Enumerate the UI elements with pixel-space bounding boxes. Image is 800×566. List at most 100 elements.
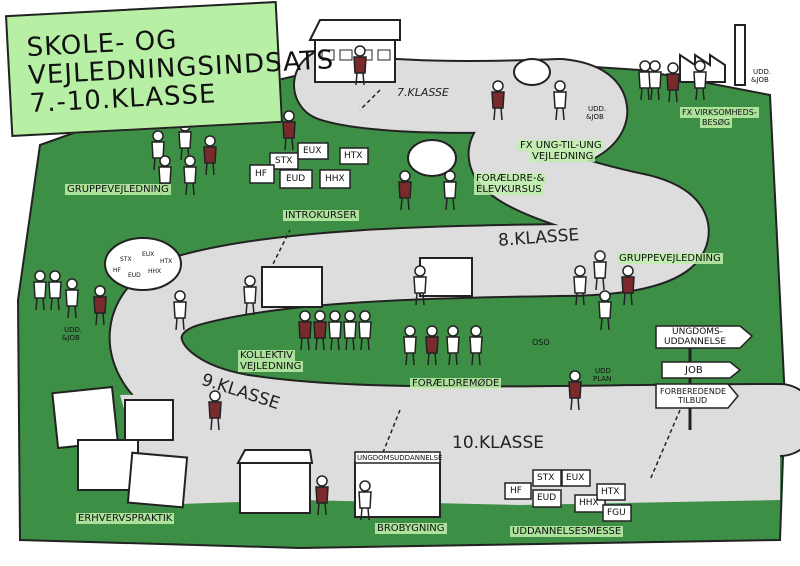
sign-htx: HTX [344,151,363,161]
signboard-group-messe [504,469,632,522]
sign-eud: EUD [286,174,306,184]
speech-bubble [407,139,457,177]
person-figure [65,278,79,319]
person-figure [243,275,257,316]
person-figure [328,310,342,351]
person-figure [553,80,567,121]
label-foraeldre-2: ELEVKURSUS [474,184,544,195]
bubble-sign-stx: STX [120,256,132,263]
person-figure [158,155,172,196]
signpost-job: JOB [685,365,703,376]
label-ung-til-ung-2: VEJLEDNING [530,151,596,162]
sign-hhx: HHX [325,174,345,184]
label-kollektiv-1: KOLLEKTIV [238,350,296,361]
person-figure [343,310,357,351]
messe-sign-eud: EUD [537,493,557,503]
person-figure [358,310,372,351]
person-figure [593,250,607,291]
messe-sign-fgu: FGU [607,508,626,518]
bubble-sign-hf: HF [113,267,121,274]
person-figure [693,60,707,101]
label-virksomhed-2: BESØG [700,117,733,128]
person-figure [425,325,439,366]
messe-sign-eux: EUX [566,473,585,483]
person-figure [598,290,612,331]
person-figure [358,480,372,521]
person-figure [282,110,296,151]
person-figure [413,265,427,306]
speech-bubble [513,58,551,86]
person-figure [208,390,222,431]
person-figure [573,265,587,306]
whiteboard-icon [261,266,323,308]
person-figure [48,270,62,311]
person-figure [315,475,329,516]
label-erhvervspraktik: ERHVERVSPRAKTIK [76,513,175,524]
signpost-ungdom-1: UNGDOMS- [672,327,724,337]
person-figure [446,325,460,366]
bubble-sign-hhx: HHX [148,268,162,275]
person-figure [353,45,367,86]
grade-divider-7 [359,89,381,111]
grade-divider-10 [649,409,681,481]
person-figure [403,325,417,366]
label-ungdomsuddannelse-building: UNGDOMSUDDANNELSE [357,454,443,462]
messe-sign-stx: STX [537,473,555,483]
person-figure [621,265,635,306]
sign-udd-job-3a: UDD. [64,326,83,334]
person-figure [203,135,217,176]
sign-udd-job-2b: &JOB [751,76,769,84]
signpost-forb-1: FORBEREDENDE [660,387,727,396]
person-figure [648,60,662,101]
messe-sign-hf: HF [510,486,522,496]
label-introkurser: INTROKURSER [283,210,359,221]
sign-hf: HF [255,169,267,179]
label-gruppevejledning-2: GRUPPEVEJLEDNING [617,253,723,264]
bubble-sign-htx: HTX [160,258,173,265]
label-foraeldre-1: FORÆLDRE-& [474,173,547,184]
sign-udd-plan-1: UDD [595,367,611,375]
whiteboard-icon [419,257,473,297]
speech-bubble [104,237,182,291]
person-figure [298,310,312,351]
sign-udd-plan-2: PLAN [593,375,612,383]
signpost-ungdom-2: UDDANNELSE [664,337,727,347]
signpost-forb-2: TILBUD [678,396,708,405]
sign-eux: EUX [303,146,322,156]
person-figure [33,270,47,311]
person-figure [93,285,107,326]
person-figure [568,370,582,411]
signboard-group-intro [249,142,369,189]
label-virksomhed-1: FX VIRKSOMHEDS- [680,107,759,118]
people-group [33,45,707,521]
person-figure [469,325,483,366]
person-figure [173,290,187,331]
signpost-icon [655,325,754,430]
person-figure [666,62,680,103]
label-gruppevejledning-1: GRUPPEVEJLEDNING [65,184,171,195]
messe-sign-hhx: HHX [579,498,599,508]
erhvervspraktik-cards [51,385,189,509]
person-figure [491,80,505,121]
brobygning-building-icon [236,449,314,514]
person-figure [183,155,197,196]
grade-divider-8 [269,229,291,271]
label-brobygning: BROBYGNING [375,523,447,534]
grade-label-10: 10.KLASSE [452,433,544,453]
sign-udd-job-3b: &JOB [62,334,80,342]
bubble-sign-eux: EUX [142,251,155,258]
factory-icon [679,24,746,86]
grade-label-7: 7.KLASSE [397,86,449,99]
label-uddannelsesmesse: UDDANNELSESMESSE [510,526,624,537]
label-foraeldremoede: FORÆLDREMØDE [410,378,502,389]
label-ung-til-ung-1: FX UNG-TIL-UNG [518,140,604,151]
label-kollektiv-2: VEJLEDNING [238,361,304,372]
sign-udd-job-2a: UDD. [753,68,772,76]
person-figure [313,310,327,351]
sign-udd-job-1b: &JOB [586,113,604,121]
person-figure [398,170,412,211]
sign-oso: OSO [532,338,550,347]
sign-stx: STX [275,156,293,166]
sign-udd-job-1a: UDD. [588,105,607,113]
